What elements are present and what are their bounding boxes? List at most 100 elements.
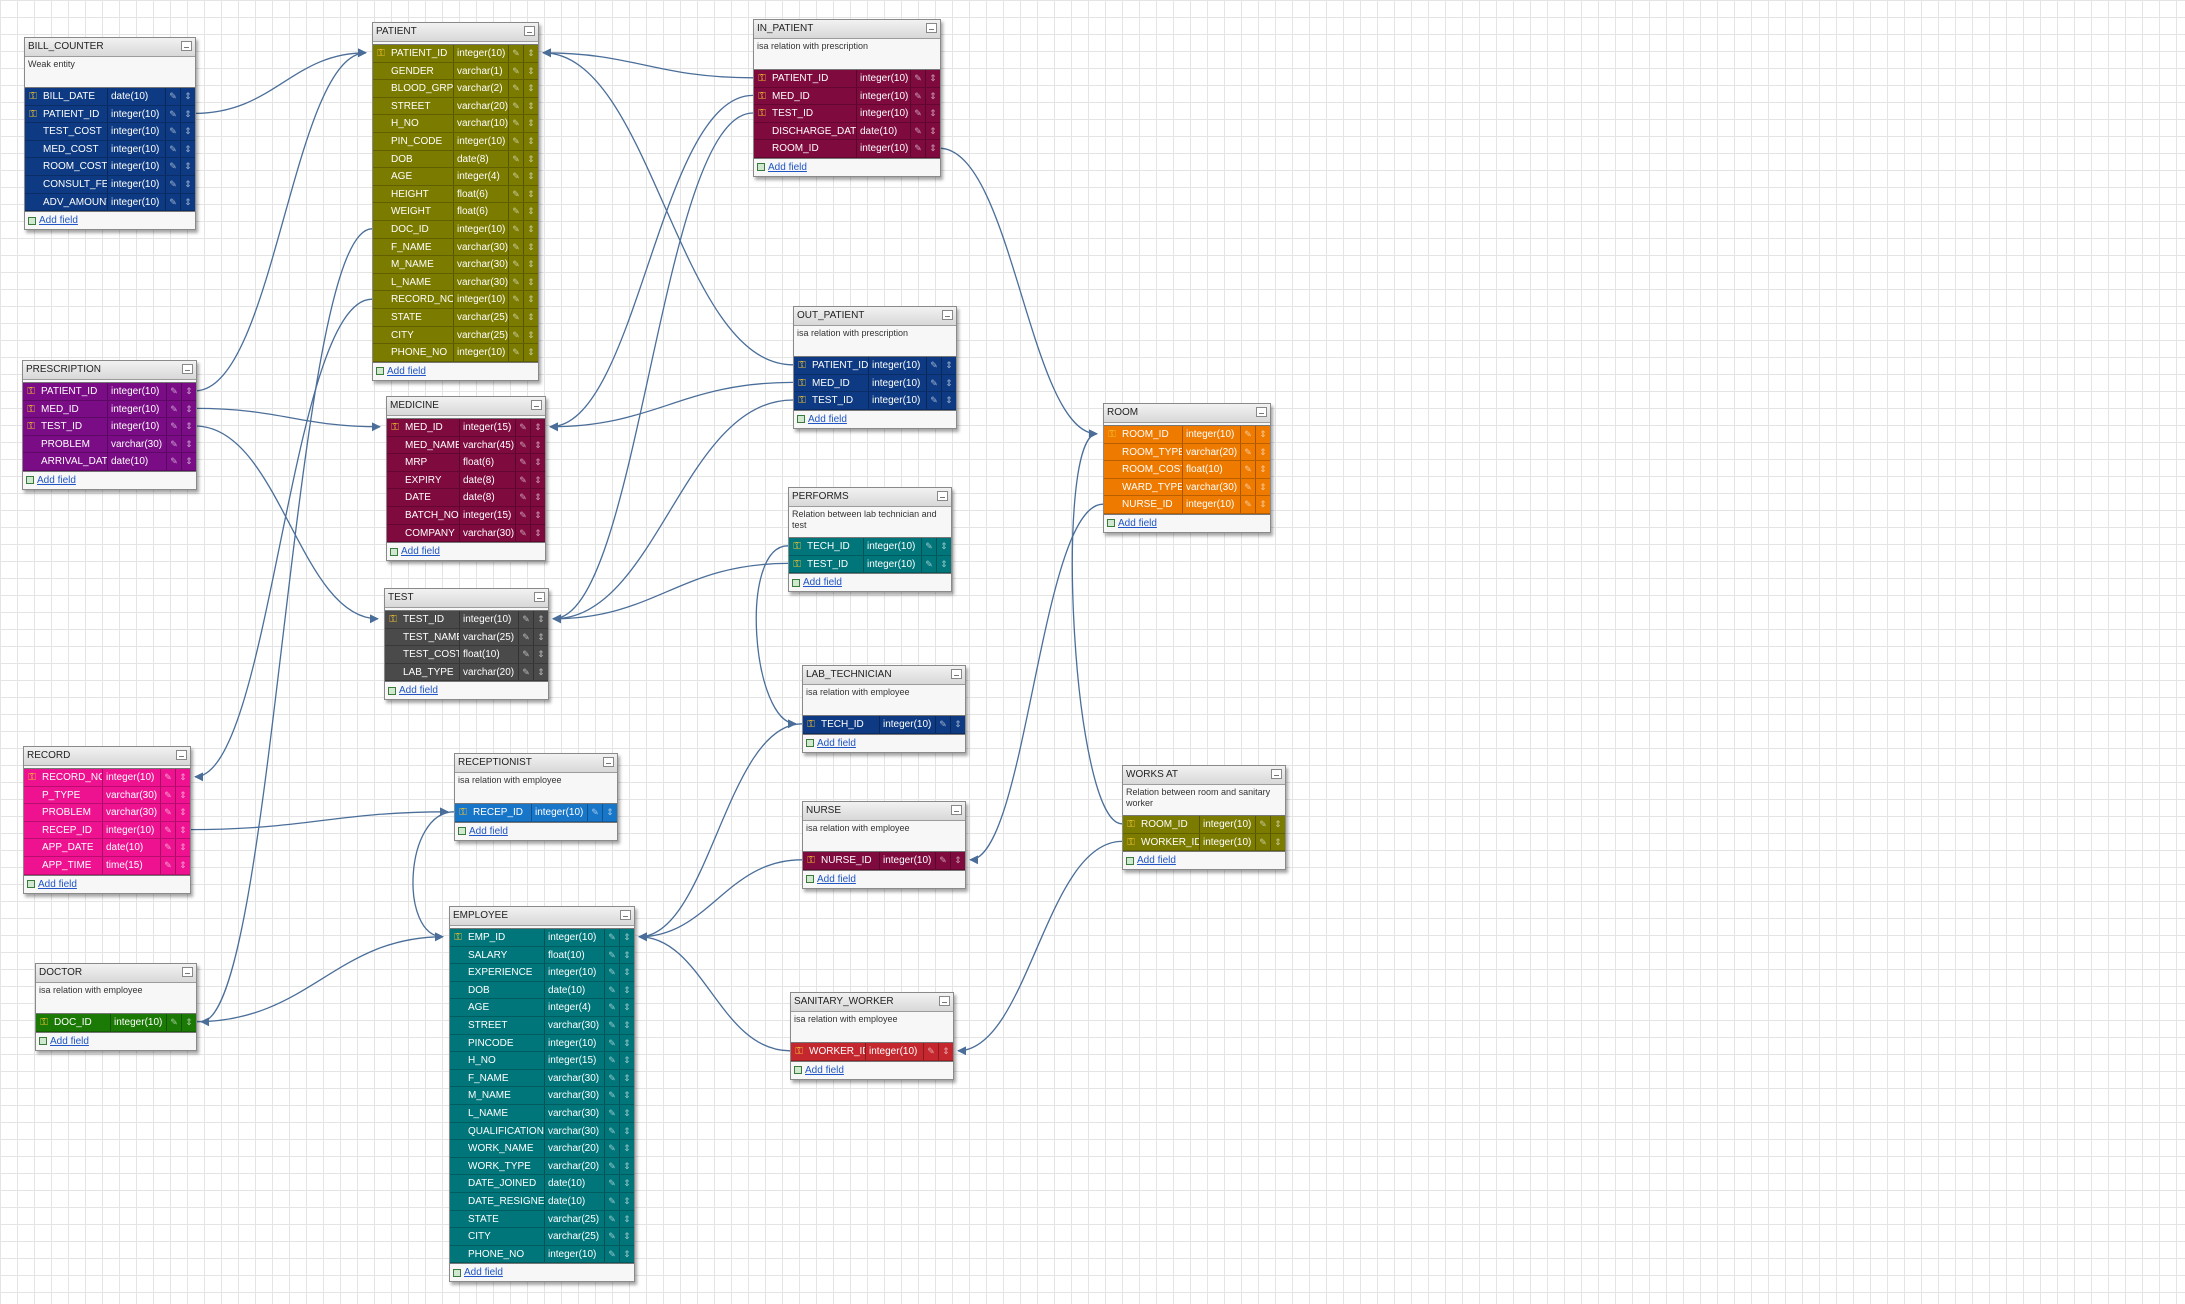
edit-icon[interactable]: ✎ [508,203,523,220]
edit-icon[interactable]: ✎ [604,1228,619,1245]
edit-icon[interactable]: ✎ [166,1014,181,1031]
add-field-button[interactable]: Add field [1123,852,1285,869]
reorder-icon[interactable]: ⇕ [619,999,634,1016]
edit-icon[interactable]: ✎ [1240,478,1255,496]
reorder-icon[interactable]: ⇕ [180,88,195,105]
table-title[interactable]: LAB_TECHNICIAN [803,666,965,685]
add-field-button[interactable]: Add field [791,1062,953,1079]
reorder-icon[interactable]: ⇕ [523,220,538,238]
edit-icon[interactable]: ✎ [1240,443,1255,461]
minimize-icon[interactable] [176,750,187,760]
add-field-button[interactable]: Add field [803,735,965,752]
reorder-icon[interactable]: ⇕ [523,326,538,344]
edit-icon[interactable]: ✎ [518,663,533,681]
reorder-icon[interactable]: ⇕ [523,45,538,62]
reorder-icon[interactable]: ⇕ [523,256,538,273]
edit-icon[interactable]: ✎ [515,506,530,524]
edit-icon[interactable]: ✎ [604,1157,619,1175]
reorder-icon[interactable]: ⇕ [619,1192,634,1210]
reorder-icon[interactable]: ⇕ [175,856,190,874]
minimize-icon[interactable] [182,967,193,977]
reorder-icon[interactable]: ⇕ [523,273,538,291]
add-field-button[interactable]: Add field [23,472,196,489]
edit-icon[interactable]: ✎ [160,804,175,821]
edit-icon[interactable]: ✎ [165,105,180,123]
edit-icon[interactable]: ✎ [515,524,530,542]
edit-icon[interactable]: ✎ [604,1087,619,1104]
edit-icon[interactable]: ✎ [160,821,175,839]
edit-icon[interactable]: ✎ [160,856,175,874]
minimize-icon[interactable] [603,757,614,767]
add-field-link[interactable]: Add field [401,546,440,558]
reorder-icon[interactable]: ⇕ [619,1087,634,1104]
edit-icon[interactable]: ✎ [926,392,941,409]
reorder-icon[interactable]: ⇕ [175,804,190,821]
reorder-icon[interactable]: ⇕ [950,852,965,869]
edit-icon[interactable]: ✎ [604,1052,619,1069]
reorder-icon[interactable]: ⇕ [175,839,190,856]
add-field-link[interactable]: Add field [399,685,438,697]
edit-icon[interactable]: ✎ [508,326,523,344]
reorder-icon[interactable]: ⇕ [180,123,195,140]
reorder-icon[interactable]: ⇕ [181,418,196,435]
table-title[interactable]: TEST [385,589,548,608]
reorder-icon[interactable]: ⇕ [533,628,548,646]
reorder-icon[interactable]: ⇕ [925,105,940,122]
edit-icon[interactable]: ✎ [604,1016,619,1034]
add-field-button[interactable]: Add field [803,871,965,888]
edit-icon[interactable]: ✎ [508,238,523,256]
reorder-icon[interactable]: ⇕ [523,150,538,168]
edit-icon[interactable]: ✎ [518,611,533,628]
reorder-icon[interactable]: ⇕ [530,419,545,436]
edit-icon[interactable]: ✎ [165,140,180,158]
reorder-icon[interactable]: ⇕ [938,1043,953,1060]
edit-icon[interactable]: ✎ [604,1069,619,1087]
add-field-link[interactable]: Add field [387,365,426,377]
table-title[interactable]: DOCTOR [36,964,196,983]
edit-icon[interactable]: ✎ [166,383,181,400]
reorder-icon[interactable]: ⇕ [181,435,196,453]
edit-icon[interactable]: ✎ [921,555,936,573]
reorder-icon[interactable]: ⇕ [619,929,634,946]
minimize-icon[interactable] [524,26,535,36]
reorder-icon[interactable]: ⇕ [941,357,956,374]
edit-icon[interactable]: ✎ [508,115,523,132]
edit-icon[interactable]: ✎ [1240,461,1255,478]
reorder-icon[interactable]: ⇕ [619,1228,634,1245]
reorder-icon[interactable]: ⇕ [523,168,538,185]
edit-icon[interactable]: ✎ [165,123,180,140]
edit-icon[interactable]: ✎ [1240,496,1255,513]
reorder-icon[interactable]: ⇕ [619,1157,634,1175]
reorder-icon[interactable]: ⇕ [530,454,545,471]
edit-icon[interactable]: ✎ [518,628,533,646]
reorder-icon[interactable]: ⇕ [925,122,940,140]
minimize-icon[interactable] [531,400,542,410]
reorder-icon[interactable]: ⇕ [181,453,196,470]
